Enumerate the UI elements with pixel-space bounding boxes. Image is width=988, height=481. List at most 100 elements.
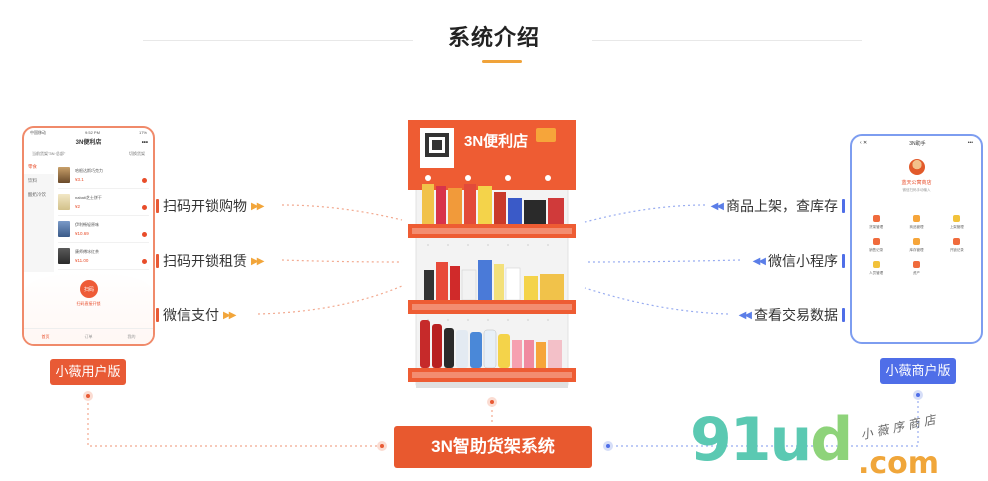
menu-label: 人员管理 <box>869 271 884 275</box>
tab-home[interactable]: 首页 <box>41 333 50 339</box>
feature-label: 扫码开锁购物 <box>163 198 247 214</box>
carrier-text: 中国移动 <box>30 130 46 135</box>
category-item[interactable]: 酸奶冷饮 <box>28 192 46 197</box>
user-phone-mockup: 中国移动 9:52 PM 17% 3N便利店 ••• 当前货架"3N·总部" 切… <box>22 126 155 346</box>
connector-right-2 <box>584 259 741 263</box>
arrow-right-icon: ▶▶ <box>251 200 264 212</box>
product-name: 伊利畅轻原味 <box>75 222 99 227</box>
connector-left-2 <box>281 259 403 263</box>
add-cart-icon[interactable] <box>142 205 147 210</box>
feature-scan-rental: 扫码开锁租赁 ▶▶ <box>152 251 264 271</box>
merchant-phone-title: 3N助手 <box>909 141 926 147</box>
page-title: 系统介绍 <box>447 25 540 50</box>
assets-icon <box>912 261 920 268</box>
back-close-icon[interactable]: ‹ ✕ <box>860 140 868 146</box>
phone-title-text: 3N便利店 <box>75 140 102 146</box>
restock-icon <box>953 215 961 222</box>
category-item[interactable]: 饮料 <box>28 178 37 183</box>
watermark-domain: .com <box>858 446 940 481</box>
feature-label: 微信小程序 <box>768 253 838 269</box>
user-version-tag[interactable]: 小薇用户版 <box>50 359 126 385</box>
menu-item-shelf[interactable]: 货架管理 <box>856 215 896 230</box>
menu-label: 上架管理 <box>949 225 964 229</box>
feature-bar <box>842 199 845 213</box>
watermark-logo-a: 91u <box>690 405 812 475</box>
product-price: ¥3.1 <box>75 177 84 182</box>
product-name: 康师傅冰红茶 <box>75 249 99 254</box>
product-price: ¥2 <box>75 204 81 209</box>
arrow-left-icon: ◀◀ <box>710 200 724 212</box>
product-price: ¥10.69 <box>75 231 89 236</box>
smart-shelf-illustration: 3N便利店 <box>408 120 576 388</box>
product-item[interactable]: 哈根达斯巧克力 ¥3.1 <box>58 162 149 189</box>
feature-transaction-data: ◀◀ 查看交易数据 <box>739 305 849 325</box>
add-cart-icon[interactable] <box>142 178 147 183</box>
arrow-left-icon: ◀◀ <box>752 255 766 267</box>
connector-right-3 <box>584 287 729 315</box>
connector-dot-center-right <box>603 441 613 451</box>
product-item[interactable]: 伊利畅轻原味 ¥10.69 <box>58 216 149 243</box>
switch-shelf-link[interactable]: 切换货架 <box>129 151 145 156</box>
connector-right-1 <box>584 204 706 223</box>
category-sidebar: 零食 饮料 酸奶冷饮 <box>24 160 54 272</box>
feature-wechat-pay: 微信支付 ▶▶ <box>152 305 236 325</box>
menu-item-restock[interactable]: 上架管理 <box>937 215 977 230</box>
menu-label: 开锁记录 <box>949 248 964 252</box>
menu-item-stock[interactable]: 库存管理 <box>896 238 936 253</box>
product-thumbnail <box>58 248 70 264</box>
feature-bar <box>842 254 845 268</box>
stock-icon <box>912 238 920 245</box>
category-item[interactable]: 零食 <box>24 160 54 174</box>
connector-dot-user <box>83 391 93 401</box>
shop-avatar <box>908 159 925 175</box>
add-cart-icon[interactable] <box>142 232 147 237</box>
menu-label: 库存管理 <box>909 248 924 252</box>
arrow-right-icon: ▶▶ <box>223 309 236 321</box>
shop-name: 蓝天公寓商店 <box>901 180 932 186</box>
connector-left-3 <box>257 285 403 315</box>
product-name: nabati芝士饼干 <box>75 195 102 200</box>
feature-restock-inventory: ◀◀ 商品上架，查库存 <box>711 196 849 216</box>
menu-item-assets[interactable]: 资产 <box>896 261 936 276</box>
add-cart-icon[interactable] <box>142 259 147 264</box>
feature-label: 商品上架，查库存 <box>726 198 838 214</box>
menu-item-staff[interactable]: 人员管理 <box>856 261 896 276</box>
menu-item-unlock-log[interactable]: 开锁记录 <box>937 238 977 253</box>
feature-mini-program: ◀◀ 微信小程序 <box>753 251 849 271</box>
smart-shelf-system-button[interactable]: 3N智助货架系统 <box>394 426 592 468</box>
scan-area: 扫码 扫码直接开锁 首页 订单 我的 <box>24 272 153 344</box>
menu-label: 销售记录 <box>869 248 884 252</box>
tab-orders[interactable]: 订单 <box>84 333 93 339</box>
shelf-icon <box>872 215 880 222</box>
shop-subtitle: 微信扫码手动输入 <box>902 188 931 192</box>
scan-button[interactable]: 扫码 <box>80 280 98 298</box>
phone-tab-bar: 首页 订单 我的 <box>24 328 153 344</box>
feature-scan-shopping: 扫码开锁购物 ▶▶ <box>152 196 264 216</box>
feature-bar <box>156 254 159 268</box>
tab-mine[interactable]: 我的 <box>127 333 136 339</box>
menu-label: 商品管理 <box>909 225 924 229</box>
shop-profile: 蓝天公寓商店 微信扫码手动输入 <box>852 149 981 209</box>
feature-bar <box>156 308 159 322</box>
more-icon[interactable]: ••• <box>967 140 973 146</box>
product-browser: 零食 饮料 酸奶冷饮 哈根达斯巧克力 ¥3.1 nabati芝士饼干 ¥2 伊利… <box>24 160 153 272</box>
connector-user-bottom <box>87 398 382 447</box>
merchant-version-tag[interactable]: 小薇商户版 <box>880 358 956 384</box>
menu-label: 货架管理 <box>869 225 884 229</box>
feature-bar <box>156 199 159 213</box>
connector-merchant-bottom <box>608 396 919 447</box>
title-divider-left <box>143 40 413 41</box>
menu-item-sales[interactable]: 销售记录 <box>856 238 896 253</box>
section-header: 系统介绍 <box>0 18 988 68</box>
arrow-left-icon: ◀◀ <box>738 309 752 321</box>
merchant-menu-grid: 货架管理 商品管理 上架管理 销售记录 库存管理 开锁记录 人员管理 资产 <box>852 209 981 282</box>
product-item[interactable]: 康师傅冰红茶 ¥11.00 <box>58 243 149 270</box>
menu-item-goods[interactable]: 商品管理 <box>896 215 936 230</box>
scan-label: 扫码直接开锁 <box>76 301 101 306</box>
menu-label: 资产 <box>912 271 920 275</box>
more-icon[interactable]: ••• <box>141 140 148 146</box>
product-item[interactable]: nabati芝士饼干 ¥2 <box>58 189 149 216</box>
shelf-info-row: 当前货架"3N·总部" 切换货架 <box>24 148 153 160</box>
product-name: 哈根达斯巧克力 <box>75 168 103 173</box>
goods-icon <box>912 215 920 222</box>
